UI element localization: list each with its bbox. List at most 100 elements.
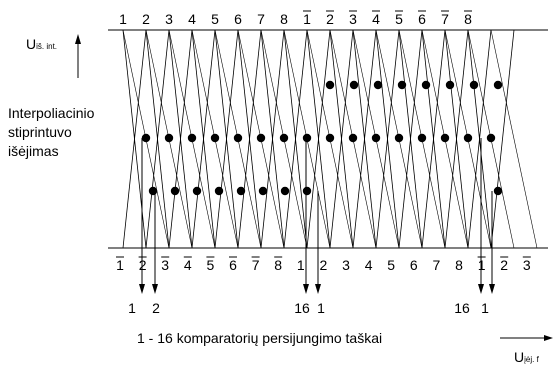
y-axis-sub: iš. int. [36, 42, 58, 51]
x-axis-sub: įėj. f [524, 355, 539, 364]
crossing-dot-middle [210, 133, 220, 143]
crossing-dot-lower [302, 186, 312, 196]
input-label: 4 [365, 257, 373, 273]
crossing-dot-upper [469, 80, 479, 90]
input-label: 7 [257, 11, 265, 27]
falling-line [306, 29, 331, 249]
crossing-dot-middle [348, 133, 358, 143]
falling-line [168, 29, 193, 249]
x-axis-label: Uįėj. f [514, 349, 539, 367]
side-label-line-3: išėjimas [8, 143, 59, 159]
crossing-dot-middle [417, 133, 427, 143]
crossing-dot-lower [170, 186, 180, 196]
side-label: Interpoliacinio stiprintuvo išėjimas [8, 104, 94, 161]
falling-line [352, 29, 377, 249]
crossing-dot-lower [236, 186, 246, 196]
input-label: 3 [165, 11, 173, 27]
input-label: 2 [320, 257, 328, 273]
crossing-dot-middle [371, 133, 381, 143]
falling-line [467, 29, 492, 249]
crossing-dot-upper [397, 80, 407, 90]
switch-point-number: 1 [128, 300, 136, 316]
crossing-dot-middle [164, 133, 174, 143]
crossing-dot-middle [256, 133, 266, 143]
falling-line [191, 29, 216, 249]
falling-line [329, 29, 354, 249]
falling-line [490, 29, 515, 249]
input-label: 7 [441, 11, 449, 27]
crossing-dot-lower [493, 186, 503, 196]
input-label: 7 [433, 257, 441, 273]
falling-line [145, 29, 170, 249]
crossing-dot-middle [187, 133, 197, 143]
interp-line [490, 29, 538, 249]
crossing-dot-upper [421, 80, 431, 90]
x-axis-arrowhead [544, 335, 553, 341]
crossing-dot-upper [325, 80, 335, 90]
crossing-dot-lower [192, 186, 202, 196]
crossing-dot-lower [148, 186, 158, 196]
switch-arrow-head [478, 284, 484, 294]
crossing-dot-middle [463, 133, 473, 143]
crossing-dot-middle [302, 133, 312, 143]
input-label: 4 [184, 257, 192, 273]
input-label: 2 [500, 257, 508, 273]
falling-line [398, 29, 423, 249]
crossing-dot-lower [214, 186, 224, 196]
input-label: 5 [211, 11, 219, 27]
input-label: 6 [234, 11, 242, 27]
side-label-line-2: stiprintuvo [8, 124, 72, 140]
falling-line [375, 29, 400, 249]
crossing-dot-middle [141, 133, 151, 143]
input-label: 6 [229, 257, 237, 273]
crossing-dot-middle [486, 133, 496, 143]
crossing-dot-lower [258, 186, 268, 196]
input-label: 4 [188, 11, 196, 27]
switch-arrow-head [139, 284, 145, 294]
input-label: 5 [207, 257, 215, 273]
x-axis-main: U [514, 349, 525, 365]
crossing-dot-upper [445, 80, 455, 90]
caption: 1 - 16 komparatorių persijungimo taškai [137, 330, 383, 346]
crossing-dot-upper [349, 80, 359, 90]
falling-line [283, 29, 308, 249]
y-axis-main: U [26, 36, 37, 52]
crossing-points [141, 80, 503, 196]
crossing-dot-middle [233, 133, 243, 143]
input-label: 3 [349, 11, 357, 27]
input-label: 8 [455, 257, 463, 273]
switch-arrow-head [303, 284, 309, 294]
input-label: 8 [464, 11, 472, 27]
switch-point-number: 1 [317, 300, 325, 316]
falling-line [421, 29, 446, 249]
input-label: 8 [280, 11, 288, 27]
input-label: 1 [116, 257, 124, 273]
input-label: 6 [418, 11, 426, 27]
axes [75, 34, 553, 341]
switch-point-number: 16 [294, 300, 310, 316]
switch-arrow-head [489, 284, 495, 294]
input-label: 1 [119, 11, 127, 27]
input-label: 7 [252, 257, 260, 273]
falling-line [237, 29, 262, 249]
input-label: 6 [410, 257, 418, 273]
falling-line [122, 29, 147, 249]
falling-line [214, 29, 239, 249]
input-label: 1 [297, 257, 305, 273]
crossing-dot-middle [279, 133, 289, 143]
rails [108, 29, 548, 249]
input-label: 1 [478, 257, 486, 273]
input-label: 2 [142, 11, 150, 27]
crossing-dot-lower [280, 186, 290, 196]
crossing-dot-middle [394, 133, 404, 143]
falling-line [444, 29, 469, 249]
input-label: 8 [274, 257, 282, 273]
side-label-line-1: Interpoliacinio [8, 105, 95, 121]
interpolation-lines [122, 29, 538, 249]
input-label: 3 [523, 257, 531, 273]
crossing-dot-upper [493, 80, 503, 90]
y-axis-arrowhead [75, 34, 81, 44]
switch-arrow-head [152, 284, 158, 294]
